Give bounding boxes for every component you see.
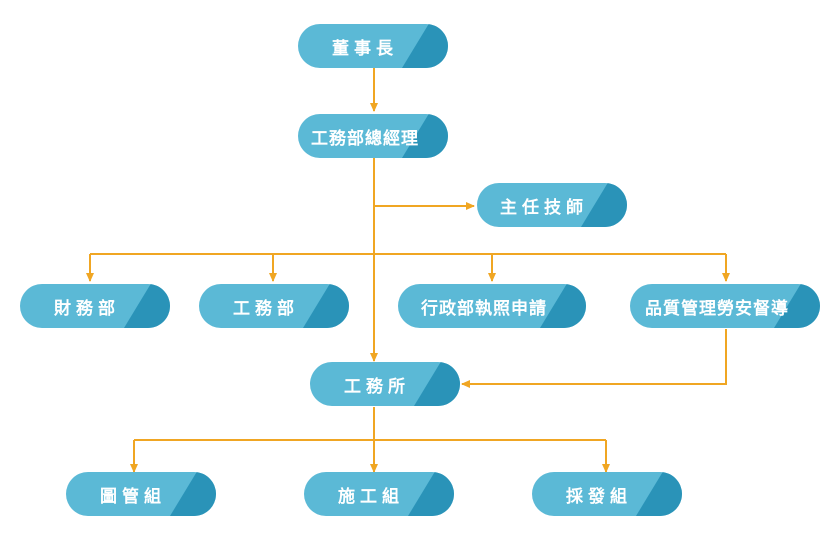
node-general-manager: 工務部總經理 — [298, 114, 448, 158]
node-drawing-group: 圖管組 — [66, 472, 216, 516]
node-label: 主任技師 — [500, 197, 588, 218]
node-works-office: 工務所 — [310, 362, 460, 406]
node-works-dept: 工務部 — [199, 284, 349, 328]
node-procurement-group: 採發組 — [532, 472, 682, 516]
node-finance-dept: 財務部 — [20, 284, 170, 328]
node-chief-engineer: 主任技師 — [477, 183, 627, 227]
node-label: 行政部執照申請 — [421, 298, 547, 319]
node-label: 施工組 — [338, 486, 404, 507]
node-label: 工務部總經理 — [311, 128, 419, 149]
node-label: 工務部 — [233, 298, 299, 319]
node-admin-dept: 行政部執照申請 — [398, 284, 586, 328]
node-construction-group: 施工組 — [304, 472, 454, 516]
node-label: 財務部 — [54, 298, 120, 319]
node-label: 工務所 — [344, 376, 410, 397]
node-label: 採發組 — [566, 486, 632, 507]
node-label: 董事長 — [332, 38, 398, 59]
node-label: 品質管理勞安督導 — [645, 298, 789, 319]
node-label: 圖管組 — [100, 486, 166, 507]
node-quality-safety: 品質管理勞安督導 — [630, 284, 820, 328]
node-chairman: 董事長 — [298, 24, 448, 68]
connector-quality-works-office — [461, 329, 727, 388]
